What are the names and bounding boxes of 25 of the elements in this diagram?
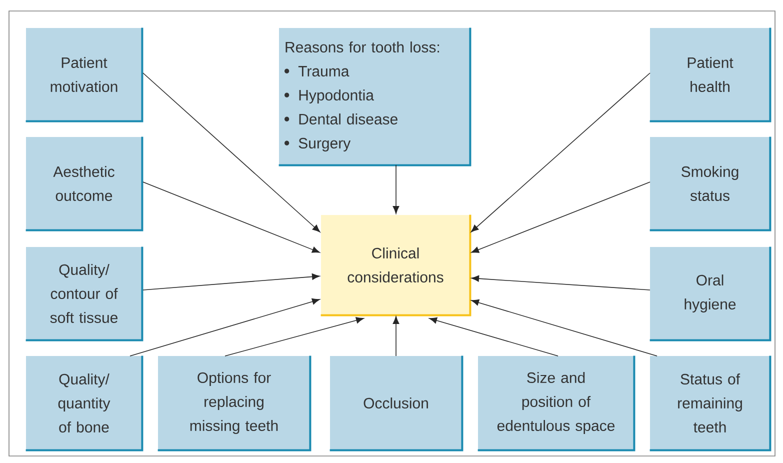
process-box: Patient motivation — [26, 28, 144, 122]
arrow — [130, 298, 320, 356]
arrow — [471, 299, 658, 356]
process-box: Smoking status — [650, 136, 772, 232]
process-box: Quality/ contour of soft tissue — [26, 246, 144, 342]
process-box: Quality/ quantity of bone — [26, 356, 144, 452]
process-box: Patient health — [650, 28, 772, 122]
central-box: Clinical considerations — [320, 214, 472, 316]
list-box: Reasons for tooth loss: Trauma Hypodontia Dental disease Surgery — [278, 28, 472, 166]
arrow — [471, 182, 650, 253]
arrow — [392, 164, 400, 214]
arrow — [392, 316, 400, 356]
arrow — [471, 275, 650, 290]
arrow — [470, 72, 650, 232]
process-box: Occlusion — [330, 356, 464, 452]
process-box: Size and position of edentulous space — [478, 356, 636, 452]
arrow — [429, 317, 558, 356]
arrow — [142, 274, 320, 290]
process-box: Options for replacing missing teeth — [158, 356, 312, 452]
arrow — [224, 317, 364, 356]
arrow — [142, 182, 320, 253]
process-box: Aesthetic outcome — [26, 136, 144, 232]
process-box: Status of remaining teeth — [650, 356, 772, 452]
process-box: Oral hygiene — [650, 246, 772, 342]
arrow — [142, 72, 320, 232]
